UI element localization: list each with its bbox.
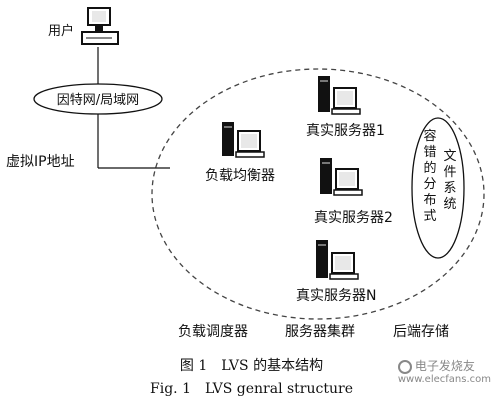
real-server-1-icon	[318, 76, 361, 115]
footer-load-scheduler: 负载调度器	[178, 324, 248, 340]
fs-label-char: 分	[423, 177, 436, 192]
server-cluster-ellipse	[151, 68, 485, 320]
watermark-text: 电子发烧友	[414, 359, 475, 373]
fs-label-char: 件	[443, 165, 456, 180]
fs-label-char: 容	[423, 128, 436, 144]
user-computer-icon	[81, 7, 119, 45]
fs-label-char: 系	[443, 181, 456, 196]
watermark: 电子发烧友 www.elecfans.com	[397, 357, 491, 385]
fs-label-char: 的	[423, 160, 436, 176]
fs-label-char: 布	[423, 193, 436, 208]
watermark-url: www.elecfans.com	[397, 374, 491, 385]
user-label: 用户	[48, 23, 74, 39]
load-balancer-icon	[222, 122, 265, 158]
load-balancer-label: 负载均衡器	[205, 168, 275, 184]
fs-ellipse	[411, 117, 465, 259]
real-server-n-icon	[316, 240, 359, 280]
fs-label-char: 式	[423, 209, 436, 224]
footer-server-cluster: 服务器集群	[285, 323, 355, 340]
figure-caption-english: Fig. 1 LVS genral structure	[150, 381, 353, 397]
fs-label-char: 文	[443, 149, 456, 164]
real-server-n-label: 真实服务器N	[296, 288, 376, 304]
real-server-2-label: 真实服务器2	[314, 210, 393, 226]
fs-label-char: 错	[423, 145, 436, 160]
network-label: 因特网/局域网	[57, 93, 139, 108]
footer-backend-storage: 后端存储	[393, 324, 449, 340]
watermark-logo-icon	[397, 359, 412, 374]
real-server-2-icon	[320, 158, 363, 196]
fs-label-char: 统	[443, 197, 456, 212]
real-server-1-label: 真实服务器1	[306, 123, 385, 139]
virtual-ip-label: 虚拟IP地址	[6, 154, 75, 170]
network-ellipse	[33, 83, 163, 115]
figure-caption-chinese: 图 1 LVS 的基本结构	[179, 358, 324, 374]
